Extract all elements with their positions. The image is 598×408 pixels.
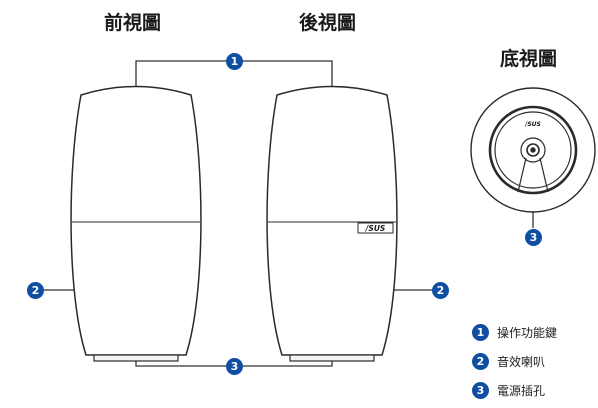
front-device-base bbox=[93, 354, 179, 362]
back-view-heading: 後視圖 bbox=[299, 12, 357, 34]
legend-item: 3 電源插孔 bbox=[472, 380, 598, 400]
back-device bbox=[266, 85, 398, 362]
callout-badge-speaker-left: 2 bbox=[27, 282, 44, 299]
front-device bbox=[70, 85, 202, 362]
back-device-base bbox=[289, 354, 375, 362]
callout-badge-power-jack: 3 bbox=[226, 358, 243, 375]
legend-label: 音效喇叭 bbox=[497, 354, 546, 369]
power-port-pin bbox=[530, 147, 536, 153]
bottom-view-center-disc bbox=[520, 137, 546, 163]
bottom-view-foot-inner bbox=[494, 111, 572, 189]
bottom-view bbox=[470, 87, 596, 213]
callout-badge-power-jack-bottom: 3 bbox=[525, 229, 542, 246]
legend-item: 2 音效喇叭 bbox=[472, 351, 598, 371]
front-view-heading: 前視圖 bbox=[104, 12, 162, 34]
front-device-body bbox=[70, 85, 202, 356]
cable-channel-left bbox=[517, 157, 527, 193]
back-device-logo: /SUS bbox=[365, 224, 386, 233]
cable-channel-right bbox=[539, 157, 549, 193]
bottom-view-logo: /SUS bbox=[524, 121, 541, 128]
back-device-logo-plate bbox=[357, 222, 394, 234]
power-port-outer bbox=[526, 143, 540, 157]
bottom-view-heading: 底視圖 bbox=[500, 48, 558, 70]
bottom-view-foot-outer bbox=[488, 105, 578, 195]
legend-number-badge: 2 bbox=[472, 352, 489, 370]
callout-badge-speaker-right: 2 bbox=[432, 282, 449, 299]
legend-label: 電源插孔 bbox=[497, 383, 546, 398]
back-device-body bbox=[266, 85, 398, 356]
legend-number-badge: 1 bbox=[472, 323, 489, 341]
legend-label: 操作功能鍵 bbox=[497, 325, 558, 340]
legend-number-badge: 3 bbox=[472, 381, 489, 399]
callout-badge-function-key: 1 bbox=[226, 53, 243, 70]
legend-item: 1 操作功能鍵 bbox=[472, 322, 598, 342]
